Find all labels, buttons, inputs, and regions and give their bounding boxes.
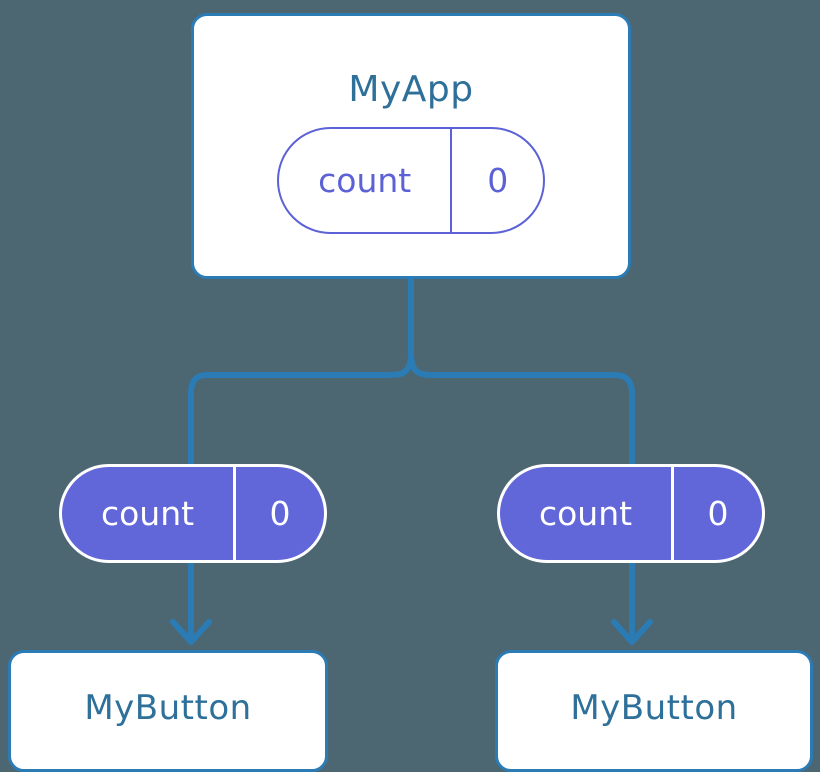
component-label-mybutton-1: MyButton	[570, 688, 738, 728]
props-pill-key-child-0: count	[100, 494, 195, 533]
props-pill-child-1[interactable]: count 0	[497, 464, 765, 563]
arrow-head-right-icon	[611, 619, 653, 645]
component-label-mybutton-0: MyButton	[84, 688, 252, 728]
branch-line-left	[188, 351, 414, 467]
props-pill-child-0[interactable]: count 0	[59, 464, 327, 563]
component-box-mybutton-1[interactable]: MyButton	[495, 650, 813, 772]
state-pill-myapp[interactable]: count 0	[277, 127, 545, 234]
props-pill-key-child-1: count	[538, 494, 633, 533]
props-pill-value-child-1: 0	[671, 467, 762, 560]
component-label-myapp: MyApp	[348, 69, 474, 110]
arrow-head-left-icon	[170, 619, 212, 645]
state-pill-key-myapp: count	[318, 161, 412, 200]
props-pill-value-child-0: 0	[233, 467, 324, 560]
state-pill-value-myapp: 0	[450, 129, 543, 232]
component-box-mybutton-0[interactable]: MyButton	[8, 650, 328, 772]
branch-line-right	[408, 351, 635, 467]
